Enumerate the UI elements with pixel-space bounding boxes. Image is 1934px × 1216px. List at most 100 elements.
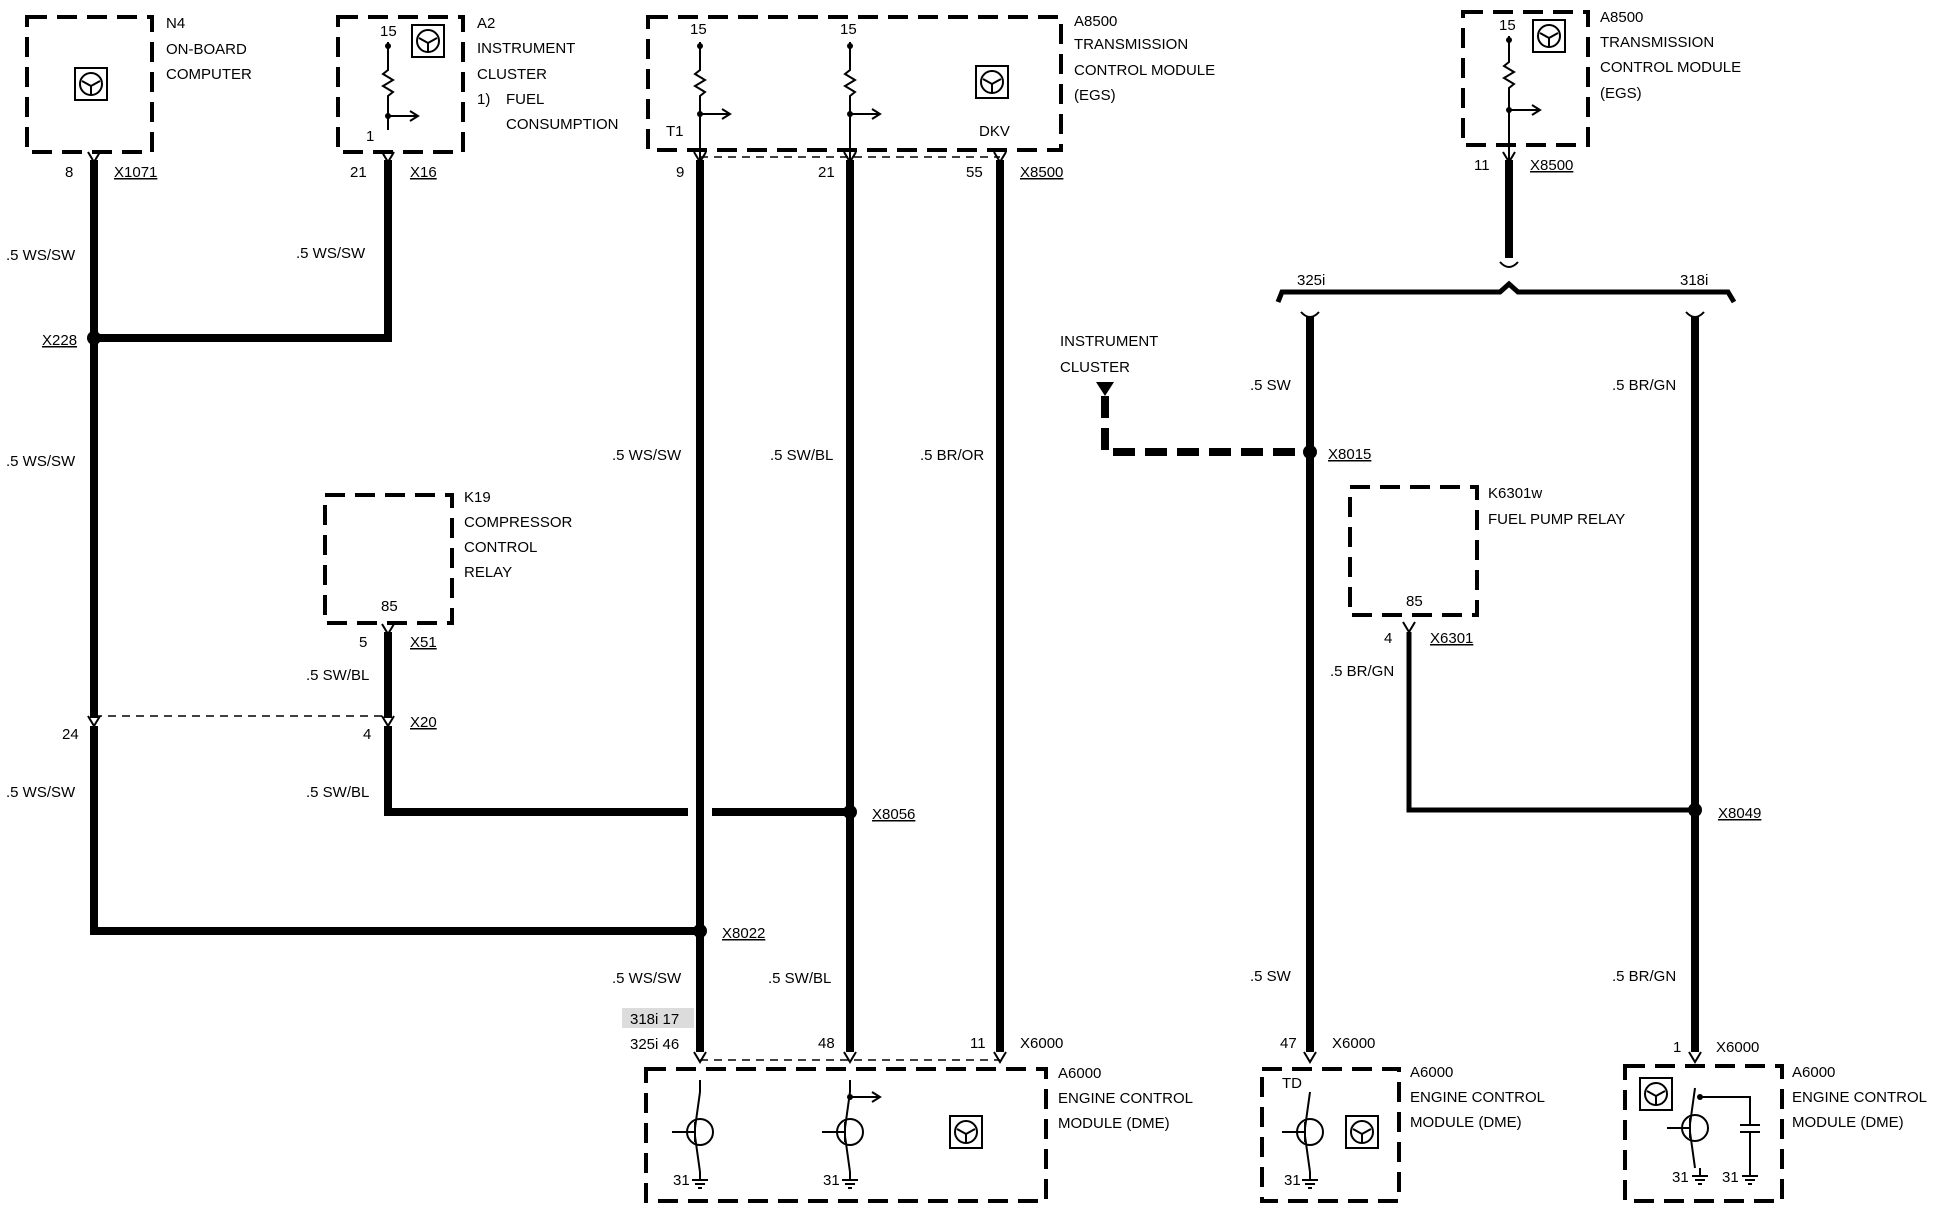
transistor-icon	[1667, 1087, 1709, 1169]
egs2-bus-bracket	[1275, 280, 1737, 304]
k6301w-pin-85: 85	[1406, 593, 1423, 610]
a2-pin-21: 21	[350, 164, 367, 181]
capacitor-symbol	[1700, 1096, 1760, 1168]
a2-note-line1: FUEL	[506, 91, 544, 108]
n4-name-line1: ON-BOARD	[166, 41, 247, 58]
a6000-1-pin-31b: 31	[823, 1172, 840, 1189]
a2-pin-15: 15	[380, 23, 397, 40]
k6301w-name-line1: FUEL PUMP RELAY	[1488, 511, 1625, 528]
wire-a2-x228	[94, 160, 392, 342]
ground-symbol	[692, 1172, 858, 1189]
n4-pin-8: 8	[65, 164, 73, 181]
a8500-left-pin-t1: T1	[666, 123, 684, 140]
wire-label-w7: .5 WS/SW	[612, 447, 682, 464]
n4-name-line2: COMPUTER	[166, 66, 252, 83]
electronic-module-icon	[1532, 19, 1566, 53]
connector-x6000-1: X6000	[1020, 1035, 1063, 1052]
electronic-module-icon	[1639, 1077, 1673, 1111]
a8500-left-box	[646, 15, 1063, 152]
dme1-pin-325i: 325i 46	[630, 1036, 679, 1053]
wire-x20-x8022	[90, 726, 700, 935]
a6000-3-id: A6000	[1792, 1064, 1835, 1081]
egs2-pin-11: 11	[1474, 157, 1490, 174]
dme1-pin-318i: 318i 17	[630, 1011, 679, 1028]
n4-box	[25, 15, 154, 154]
connector-fork	[87, 151, 1702, 1064]
a2-pin-1: 1	[366, 128, 374, 145]
a8500-left-name-line1: TRANSMISSION	[1074, 36, 1188, 53]
instrument-cluster-ref-line1: INSTRUMENT	[1060, 333, 1158, 350]
a6000-2-name-line1: ENGINE CONTROL	[1410, 1089, 1545, 1106]
a8500-left-id: A8500	[1074, 13, 1117, 30]
connector-x6301: X6301	[1430, 630, 1473, 647]
wire-label-w8: .5 SW/BL	[770, 447, 833, 464]
wire-label-w13: .5 BR/GN	[1612, 377, 1676, 394]
splice-x8015	[1303, 445, 1317, 459]
connector-x8022: X8022	[722, 925, 765, 942]
splice-x8056	[843, 805, 857, 819]
transistor-icon	[1282, 1091, 1324, 1173]
connector-x8500-left: X8500	[1020, 164, 1063, 181]
connector-x8049: X8049	[1718, 805, 1761, 822]
connector-x8056: X8056	[872, 806, 915, 823]
a8500-left-pin-15a: 15	[690, 21, 707, 38]
electronic-module-icon	[1345, 1115, 1379, 1149]
wire-label-w10: .5 WS/SW	[612, 970, 682, 987]
a6000-1-name-line2: MODULE (DME)	[1058, 1115, 1170, 1132]
wire-label-w1: .5 WS/SW	[6, 247, 76, 264]
k6301w-box	[1348, 485, 1479, 617]
wire-label-w4: .5 WS/SW	[6, 784, 76, 801]
instrument-cluster-ref-arrow	[1096, 382, 1114, 396]
a8500-right-circuit	[1502, 36, 1542, 160]
variant-318i-highlight	[622, 1008, 694, 1028]
transistor-icon	[822, 1091, 864, 1173]
a8500-left-circuit-b	[843, 42, 882, 160]
a6000-3-name-line2: MODULE (DME)	[1792, 1114, 1904, 1131]
dme1-pin-48: 48	[818, 1035, 835, 1052]
k19-id: K19	[464, 489, 491, 506]
wire-label-w16: .5 BR/GN	[1612, 968, 1676, 985]
connector-x20: X20	[410, 714, 437, 731]
electronic-module-icon	[411, 24, 445, 58]
wire-label-w5: .5 SW/BL	[306, 667, 369, 684]
a2-note-line2: CONSUMPTION	[506, 116, 619, 133]
wire-label-w14: .5 BR/GN	[1330, 663, 1394, 680]
electronic-module-icon	[74, 67, 108, 101]
a8500-left-circuit-a	[693, 42, 732, 160]
a6000-2-id: A6000	[1410, 1064, 1453, 1081]
wire-label-w2: .5 WS/SW	[296, 245, 366, 262]
dme3-pin-1: 1	[1673, 1039, 1681, 1056]
a8500-left-pin-15b: 15	[840, 21, 857, 38]
a6000-2-box	[1260, 1067, 1401, 1203]
electronic-module-icon	[949, 1115, 983, 1149]
a6000-3-name-line1: ENGINE CONTROL	[1792, 1089, 1927, 1106]
electronic-module-icon	[975, 65, 1009, 99]
variant-318i: 318i	[1680, 272, 1708, 289]
connector-x8015: X8015	[1328, 446, 1371, 463]
a8500-left-name-line2: CONTROL MODULE	[1074, 62, 1215, 79]
x51-pin-5: 5	[359, 634, 367, 651]
a8500-right-name-line1: TRANSMISSION	[1600, 34, 1714, 51]
a8500-right-box	[1461, 10, 1590, 147]
a2-id: A2	[477, 15, 495, 32]
wire-label-w9: .5 BR/OR	[920, 447, 984, 464]
connector-x6000-3: X6000	[1716, 1039, 1759, 1056]
wire-label-w6: .5 SW/BL	[306, 784, 369, 801]
k6301w-id: K6301w	[1488, 485, 1542, 502]
a8500-left-name-line3: (EGS)	[1074, 87, 1116, 104]
wire-label-w3: .5 WS/SW	[6, 453, 76, 470]
x20-pin-4: 4	[363, 726, 371, 743]
x6301-pin-4: 4	[1384, 630, 1392, 647]
splice-x8022	[693, 924, 707, 938]
k19-name-line1: COMPRESSOR	[464, 514, 573, 531]
a6000-2-pin-td: TD	[1282, 1075, 1302, 1092]
a2-box	[336, 15, 465, 154]
a6000-2-pin-31: 31	[1284, 1172, 1301, 1189]
a8500-left-pin-dkv: DKV	[979, 123, 1010, 140]
connector-x16: X16	[410, 164, 437, 181]
k19-box	[323, 493, 454, 625]
connector-x6000-2: X6000	[1332, 1035, 1375, 1052]
egs-pin-21: 21	[818, 164, 835, 181]
wire-label-w12: .5 SW	[1250, 377, 1292, 394]
wire-x20-x8056	[384, 726, 850, 816]
